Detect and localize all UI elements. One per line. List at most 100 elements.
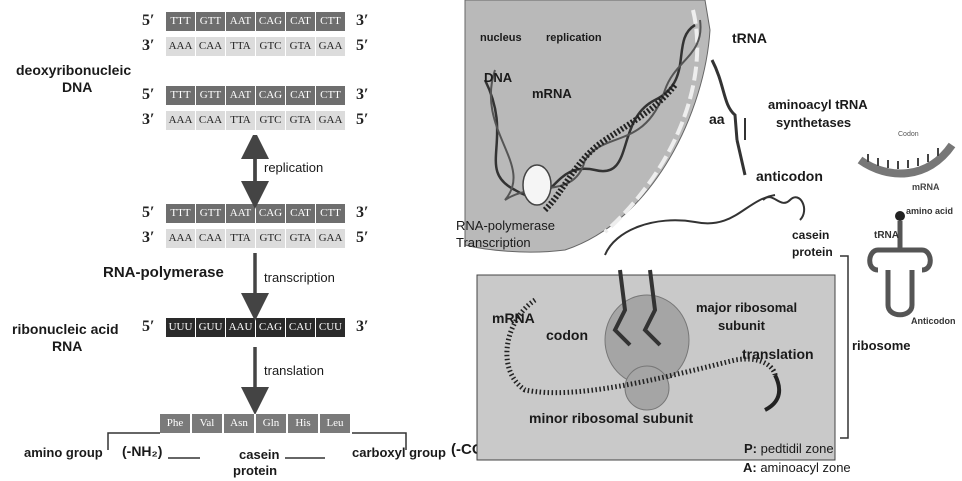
dna-template-strand-2: AAA CAA TTA GTC GTA GAA <box>166 111 346 130</box>
trna-label: tRNA <box>732 30 767 46</box>
inset-amino-acid-ball <box>895 211 905 221</box>
anticodon-label: anticodon <box>756 168 823 184</box>
trnas-bound <box>612 269 662 347</box>
base-triplet: CAA <box>196 111 226 130</box>
dna-label-line1: deoxyribonucleic <box>16 62 132 78</box>
base-triplet: AAT <box>226 12 256 31</box>
three-prime-mark: 3′ <box>142 37 155 54</box>
inset-trna-label: tRNA <box>874 230 899 241</box>
base-triplet: GAA <box>316 37 346 56</box>
five-prime-mark: 5′ <box>142 86 155 103</box>
five-prime-mark: 5′ <box>356 229 369 246</box>
amino-acid: Asn <box>224 414 256 433</box>
synthetases-label-1: aminoacyl tRNA <box>768 97 868 112</box>
mrna-in-nucleus <box>542 83 678 213</box>
three-prime-mark: 3′ <box>356 12 369 29</box>
amino-acid: Gln <box>256 414 288 433</box>
casein-right-1: casein <box>792 228 830 242</box>
minor-subunit <box>624 365 670 411</box>
dna-coding-strand-1: TTT GTT AAT CAG CAT CTT <box>166 12 346 31</box>
base-triplet: TTA <box>226 229 256 248</box>
amino-acid: His <box>288 414 320 433</box>
rna-label-line2: RNA <box>52 338 83 354</box>
trna-top <box>710 59 747 176</box>
nh2-label: (-NH₂) <box>122 443 163 459</box>
mrna-label-nucleus: mRNA <box>532 86 572 101</box>
base-triplet: GTT <box>196 12 226 31</box>
casein-label-1: casein <box>239 447 280 462</box>
three-prime-mark: 3′ <box>356 86 369 103</box>
nucleus-replication-label: replication <box>546 32 602 44</box>
base-triplet: GTA <box>286 37 316 56</box>
codon-triplet: AAU <box>226 318 256 337</box>
base-triplet: GTC <box>256 37 286 56</box>
nuclear-membrane-pores <box>603 9 700 234</box>
base-triplet: TTA <box>226 37 256 56</box>
dna-strand-b <box>489 19 702 201</box>
codon-triplet: UUU <box>166 318 196 337</box>
major-subunit-label-1: major ribosomal <box>696 300 798 315</box>
base-triplet: AAA <box>166 229 196 248</box>
base-triplet: AAA <box>166 37 196 56</box>
base-triplet: CTT <box>316 204 346 223</box>
codon-triplet: CAG <box>256 318 286 337</box>
inset-codon-label: Codon <box>898 131 919 138</box>
base-triplet: GTT <box>196 204 226 223</box>
casein-right-2: protein <box>792 245 833 259</box>
five-prime-mark: 5′ <box>356 37 369 54</box>
amino-acid: Leu <box>320 414 352 433</box>
dna-label-right: DNA <box>484 70 513 85</box>
translation-right-label: translation <box>742 346 814 362</box>
minor-subunit-label: minor ribosomal subunit <box>529 410 694 426</box>
inset-diagram <box>857 142 956 318</box>
base-triplet: CAA <box>196 229 226 248</box>
base-triplet: CAT <box>286 86 316 105</box>
mrna-ribosome <box>504 297 778 396</box>
base-triplet: TTA <box>226 111 256 130</box>
base-triplet: CAT <box>286 12 316 31</box>
base-triplet: GTA <box>286 229 316 248</box>
dna-template-strand-3: AAA CAA TTA GTC GTA GAA <box>166 229 346 248</box>
base-triplet: CAG <box>256 86 286 105</box>
base-triplet: GTC <box>256 111 286 130</box>
rna-polymerase-label: RNA-polymerase <box>103 264 224 281</box>
a-zone-key: A: <box>743 460 757 475</box>
codon-triplet: CAU <box>286 318 316 337</box>
base-triplet: GTA <box>286 111 316 130</box>
base-triplet: GAA <box>316 111 346 130</box>
base-triplet: CAA <box>196 37 226 56</box>
dna-coding-strand-3: TTT GTT AAT CAG CAT CTT <box>166 204 346 223</box>
protein-bracket <box>107 432 407 459</box>
inset-mrna-arc <box>857 142 956 178</box>
inset-bases <box>867 148 939 169</box>
amino-acid: Val <box>192 414 224 433</box>
carboxyl-group-label: carboxyl group <box>352 445 446 460</box>
three-prime-mark: 3′ <box>142 229 155 246</box>
ribosome-label: ribosome <box>852 338 911 353</box>
translation-label: translation <box>264 363 324 378</box>
base-triplet: CTT <box>316 86 346 105</box>
transcription-right: Transcription <box>456 235 531 250</box>
five-prime-mark: 5′ <box>142 318 155 335</box>
base-triplet: TTT <box>166 86 196 105</box>
a-zone-text: aminoacyl zone <box>756 460 851 475</box>
base-triplet: CAG <box>256 12 286 31</box>
protein-label-1: protein <box>233 463 278 478</box>
dna-template-strand-1: AAA CAA TTA GTC GTA GAA <box>166 37 346 56</box>
rna-polymerase-right: RNA-polymerase <box>456 218 555 233</box>
p-zone-text: pedtidil zone <box>757 441 834 456</box>
casein-coil <box>762 196 806 221</box>
base-triplet: TTT <box>166 12 196 31</box>
synthetases-label-2: synthetases <box>776 115 852 130</box>
cell-diagram <box>464 0 836 461</box>
codon-triplet: GUU <box>196 318 226 337</box>
three-prime-mark: 3′ <box>142 111 155 128</box>
inset-mrna-label: mRNA <box>912 182 940 192</box>
inset-trna <box>867 221 933 318</box>
base-triplet: AAT <box>226 86 256 105</box>
base-triplet: GAA <box>316 229 346 248</box>
mrna-label-ribosome: mRNA <box>492 310 535 326</box>
five-prime-mark: 5′ <box>142 204 155 221</box>
ribosome-bracket <box>840 255 849 439</box>
codon-triplet: CUU <box>316 318 346 337</box>
